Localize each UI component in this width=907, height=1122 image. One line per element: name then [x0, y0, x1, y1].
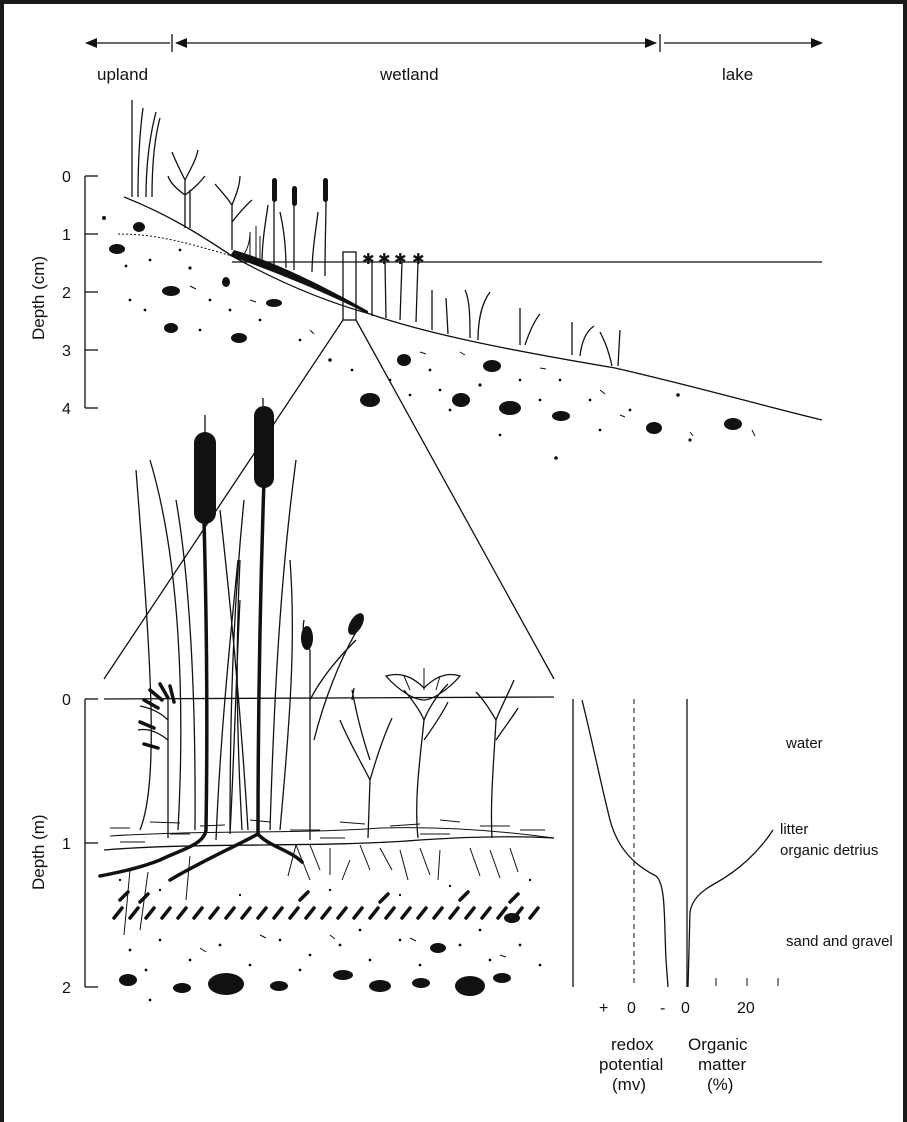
- organic-label-2: matter: [698, 1055, 747, 1074]
- bottom-axis-label: Depth (m): [29, 814, 48, 890]
- top-tick-1: 1: [62, 227, 71, 244]
- organic-tick-zero: 0: [681, 1000, 690, 1017]
- top-axis-label: Depth (cm): [29, 256, 48, 340]
- redox-label-2: potential: [599, 1055, 663, 1074]
- top-depth-axis: 0 1 2 3 4 Depth (cm): [29, 169, 98, 418]
- organic-label-1: Organic: [688, 1035, 748, 1054]
- zone-label-wetland: wetland: [379, 65, 439, 84]
- redox-curve: [582, 700, 668, 987]
- svg-text:✱: ✱: [394, 251, 407, 268]
- redox-tick-zero: 0: [627, 1000, 636, 1017]
- top-cross-section: ✱ ✱ ✱ ✱: [102, 100, 822, 679]
- bottom-tick-0: 0: [62, 692, 71, 709]
- layer-label-water: water: [785, 735, 823, 752]
- top-tick-2: 2: [62, 285, 71, 302]
- bottom-tick-1: 1: [62, 836, 71, 853]
- organic-tick-20: 20: [737, 1000, 755, 1017]
- zone-arrows: upland wetland lake: [86, 34, 822, 84]
- bottom-tick-2: 2: [62, 980, 71, 997]
- top-tick-4: 4: [62, 401, 71, 418]
- layer-label-sand: sand and gravel: [786, 933, 893, 950]
- layer-label-detritus: organic detrius: [780, 842, 878, 859]
- top-tick-0: 0: [62, 169, 71, 186]
- zone-label-upland: upland: [97, 65, 148, 84]
- bottom-depth-axis: 0 1 2 Depth (m): [29, 692, 98, 997]
- redox-tick-minus: -: [660, 1000, 665, 1017]
- svg-text:✱: ✱: [362, 251, 375, 268]
- zone-label-lake: lake: [722, 65, 753, 84]
- top-tick-3: 3: [62, 343, 71, 360]
- svg-text:✱: ✱: [378, 251, 391, 268]
- redox-label-1: redox: [611, 1035, 654, 1054]
- layer-label-litter: litter: [780, 821, 808, 838]
- organic-label-3: (%): [707, 1075, 733, 1094]
- enlarged-section: [100, 398, 554, 1001]
- svg-text:✱: ✱: [412, 251, 425, 268]
- profile-panel: + 0 - 0 20 redox potential (mv) Organic …: [573, 699, 893, 1094]
- redox-tick-plus: +: [599, 1000, 608, 1017]
- organic-matter-curve: [688, 830, 773, 987]
- redox-label-3: (mv): [612, 1075, 646, 1094]
